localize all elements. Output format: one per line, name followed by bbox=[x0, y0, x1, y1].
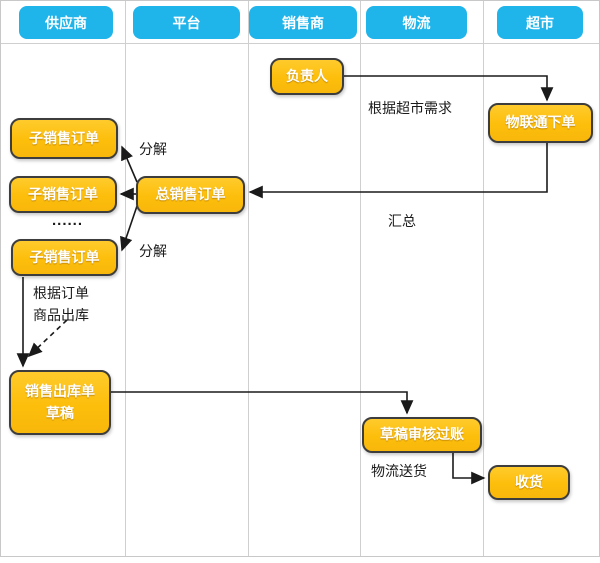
lane-header-supplier: 供应商 bbox=[19, 6, 113, 39]
annotation-decompose-1: 分解 bbox=[139, 141, 167, 157]
lane-divider bbox=[248, 1, 249, 556]
arrow-iot-order-to-total-order bbox=[248, 143, 548, 199]
node-sub-order-1: 子销售订单 bbox=[10, 118, 118, 159]
lane-header-supermarket: 超市 bbox=[497, 6, 583, 39]
arrow-dashed-goods-out bbox=[27, 319, 68, 358]
node-manager: 负责人 bbox=[270, 58, 344, 95]
annotation-per-order: 根据订单 bbox=[33, 285, 89, 301]
node-receive: 收货 bbox=[488, 465, 570, 500]
lane-header-logistics: 物流 bbox=[366, 6, 467, 39]
node-sub-order-3: 子销售订单 bbox=[11, 239, 118, 276]
node-outbound-draft-line1: 销售出库单 bbox=[25, 382, 95, 399]
node-sub-order-2: 子销售订单 bbox=[9, 176, 117, 213]
lane-divider bbox=[125, 1, 126, 556]
annotation-aggregate: 汇总 bbox=[388, 213, 416, 229]
node-draft-posting: 草稿审核过账 bbox=[362, 417, 482, 453]
annotation-per-demand: 根据超市需求 bbox=[368, 100, 452, 116]
annotation-decompose-2: 分解 bbox=[139, 243, 167, 259]
annotation-ellipsis: ...... bbox=[52, 212, 84, 229]
arrow-manager-to-iot-order bbox=[344, 75, 554, 102]
lane-divider bbox=[360, 1, 361, 556]
node-total-order: 总销售订单 bbox=[136, 176, 245, 214]
arrow-total-to-sub1 bbox=[121, 145, 138, 183]
arrow-outbound-draft-to-posting bbox=[111, 391, 414, 415]
annotation-goods-out: 商品出库 bbox=[33, 307, 89, 323]
arrow-posting-to-receive bbox=[452, 453, 486, 485]
annotation-delivery: 物流送货 bbox=[371, 463, 427, 479]
lane-header-platform: 平台 bbox=[133, 6, 240, 39]
lane-divider bbox=[483, 1, 484, 556]
node-iot-order: 物联通下单 bbox=[488, 103, 593, 143]
lane-header-seller: 销售商 bbox=[249, 6, 357, 39]
node-outbound-draft: 销售出库单 草稿 bbox=[9, 370, 111, 435]
node-outbound-draft-line2: 草稿 bbox=[46, 404, 74, 421]
header-separator bbox=[1, 43, 599, 44]
arrow-total-to-sub3 bbox=[120, 205, 138, 252]
